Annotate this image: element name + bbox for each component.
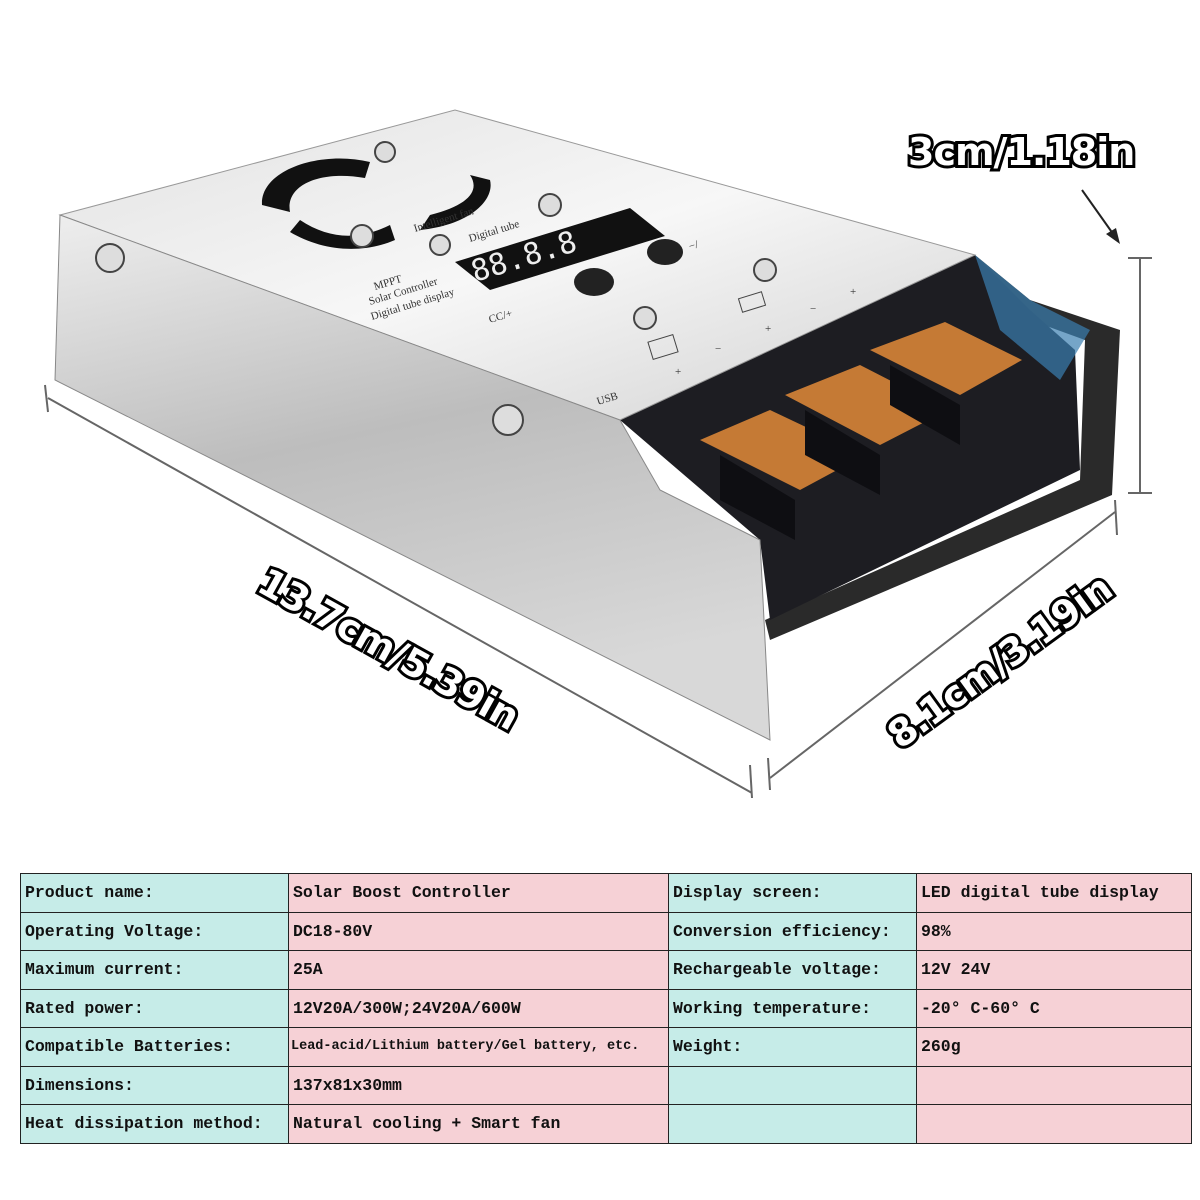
spec-value: LED digital tube display (916, 873, 1192, 913)
dimension-lines (44, 189, 1152, 799)
spec-label: Display screen: (668, 873, 917, 913)
screw-icons (95, 141, 777, 436)
spec-value: 260g (916, 1027, 1192, 1067)
led-display (455, 208, 665, 290)
spec-value: -20° C-60° C (916, 988, 1192, 1028)
spec-label: Dimensions: (20, 1065, 289, 1105)
spec-label (668, 1104, 917, 1144)
spec-row: Heat dissipation method:Natural cooling … (20, 1104, 1192, 1144)
spec-value: 25A (288, 950, 669, 990)
spec-value: Natural cooling + Smart fan (288, 1104, 669, 1144)
spec-label: Working temperature: (668, 988, 917, 1028)
label-usb: USB (595, 390, 619, 408)
spec-label: Compatible Batteries: (20, 1027, 289, 1067)
button-minus[interactable] (647, 239, 683, 265)
spec-label: Rated power: (20, 988, 289, 1028)
spec-value: Lead-acid/Lithium battery/Gel battery, e… (288, 1027, 669, 1067)
spec-label (668, 1065, 917, 1105)
spec-value: Solar Boost Controller (288, 873, 669, 913)
battery-plus: + (765, 323, 771, 335)
height-dimension-label: 3cm/1.18in (908, 130, 1134, 174)
spec-label: Weight: (668, 1027, 917, 1067)
side-panel (54, 214, 771, 741)
spec-row: Compatible Batteries:Lead-acid/Lithium b… (20, 1027, 1192, 1067)
spec-value: 12V 24V (916, 950, 1192, 990)
product-illustration: 88.8.8 Intelligent fan Digital tube MPPT… (44, 109, 1152, 799)
spec-value (916, 1104, 1192, 1144)
spec-label: Maximum current: (20, 950, 289, 990)
fan-vent (261, 158, 491, 249)
button-cc-plus[interactable] (574, 268, 614, 296)
width-dimension-label: 8.1cm/3.19in (879, 566, 1119, 757)
spec-row: Dimensions:137x81x30mm (20, 1065, 1192, 1105)
terminal-minus: − (715, 343, 721, 355)
spec-value: DC18-80V (288, 911, 669, 951)
battery-icon (737, 291, 767, 313)
spec-label: Heat dissipation method: (20, 1104, 289, 1144)
battery-minus: − (810, 303, 816, 315)
end-rail (765, 255, 1120, 640)
spec-value: 137x81x30mm (288, 1065, 669, 1105)
solar-panel-icon (647, 333, 679, 361)
blue-reflection (975, 255, 1090, 380)
terminal-fuses (700, 322, 1022, 540)
spec-label: Conversion efficiency: (668, 911, 917, 951)
load-plus: + (850, 286, 856, 298)
spec-value: 12V20A/300W;24V20A/600W (288, 988, 669, 1028)
terminal-signs: + (675, 366, 681, 378)
spec-value (916, 1065, 1192, 1105)
spec-label: Operating Voltage: (20, 911, 289, 951)
spec-label: Product name: (20, 873, 289, 913)
spec-label: Rechargeable voltage: (668, 950, 917, 990)
spec-value: 98% (916, 911, 1192, 951)
